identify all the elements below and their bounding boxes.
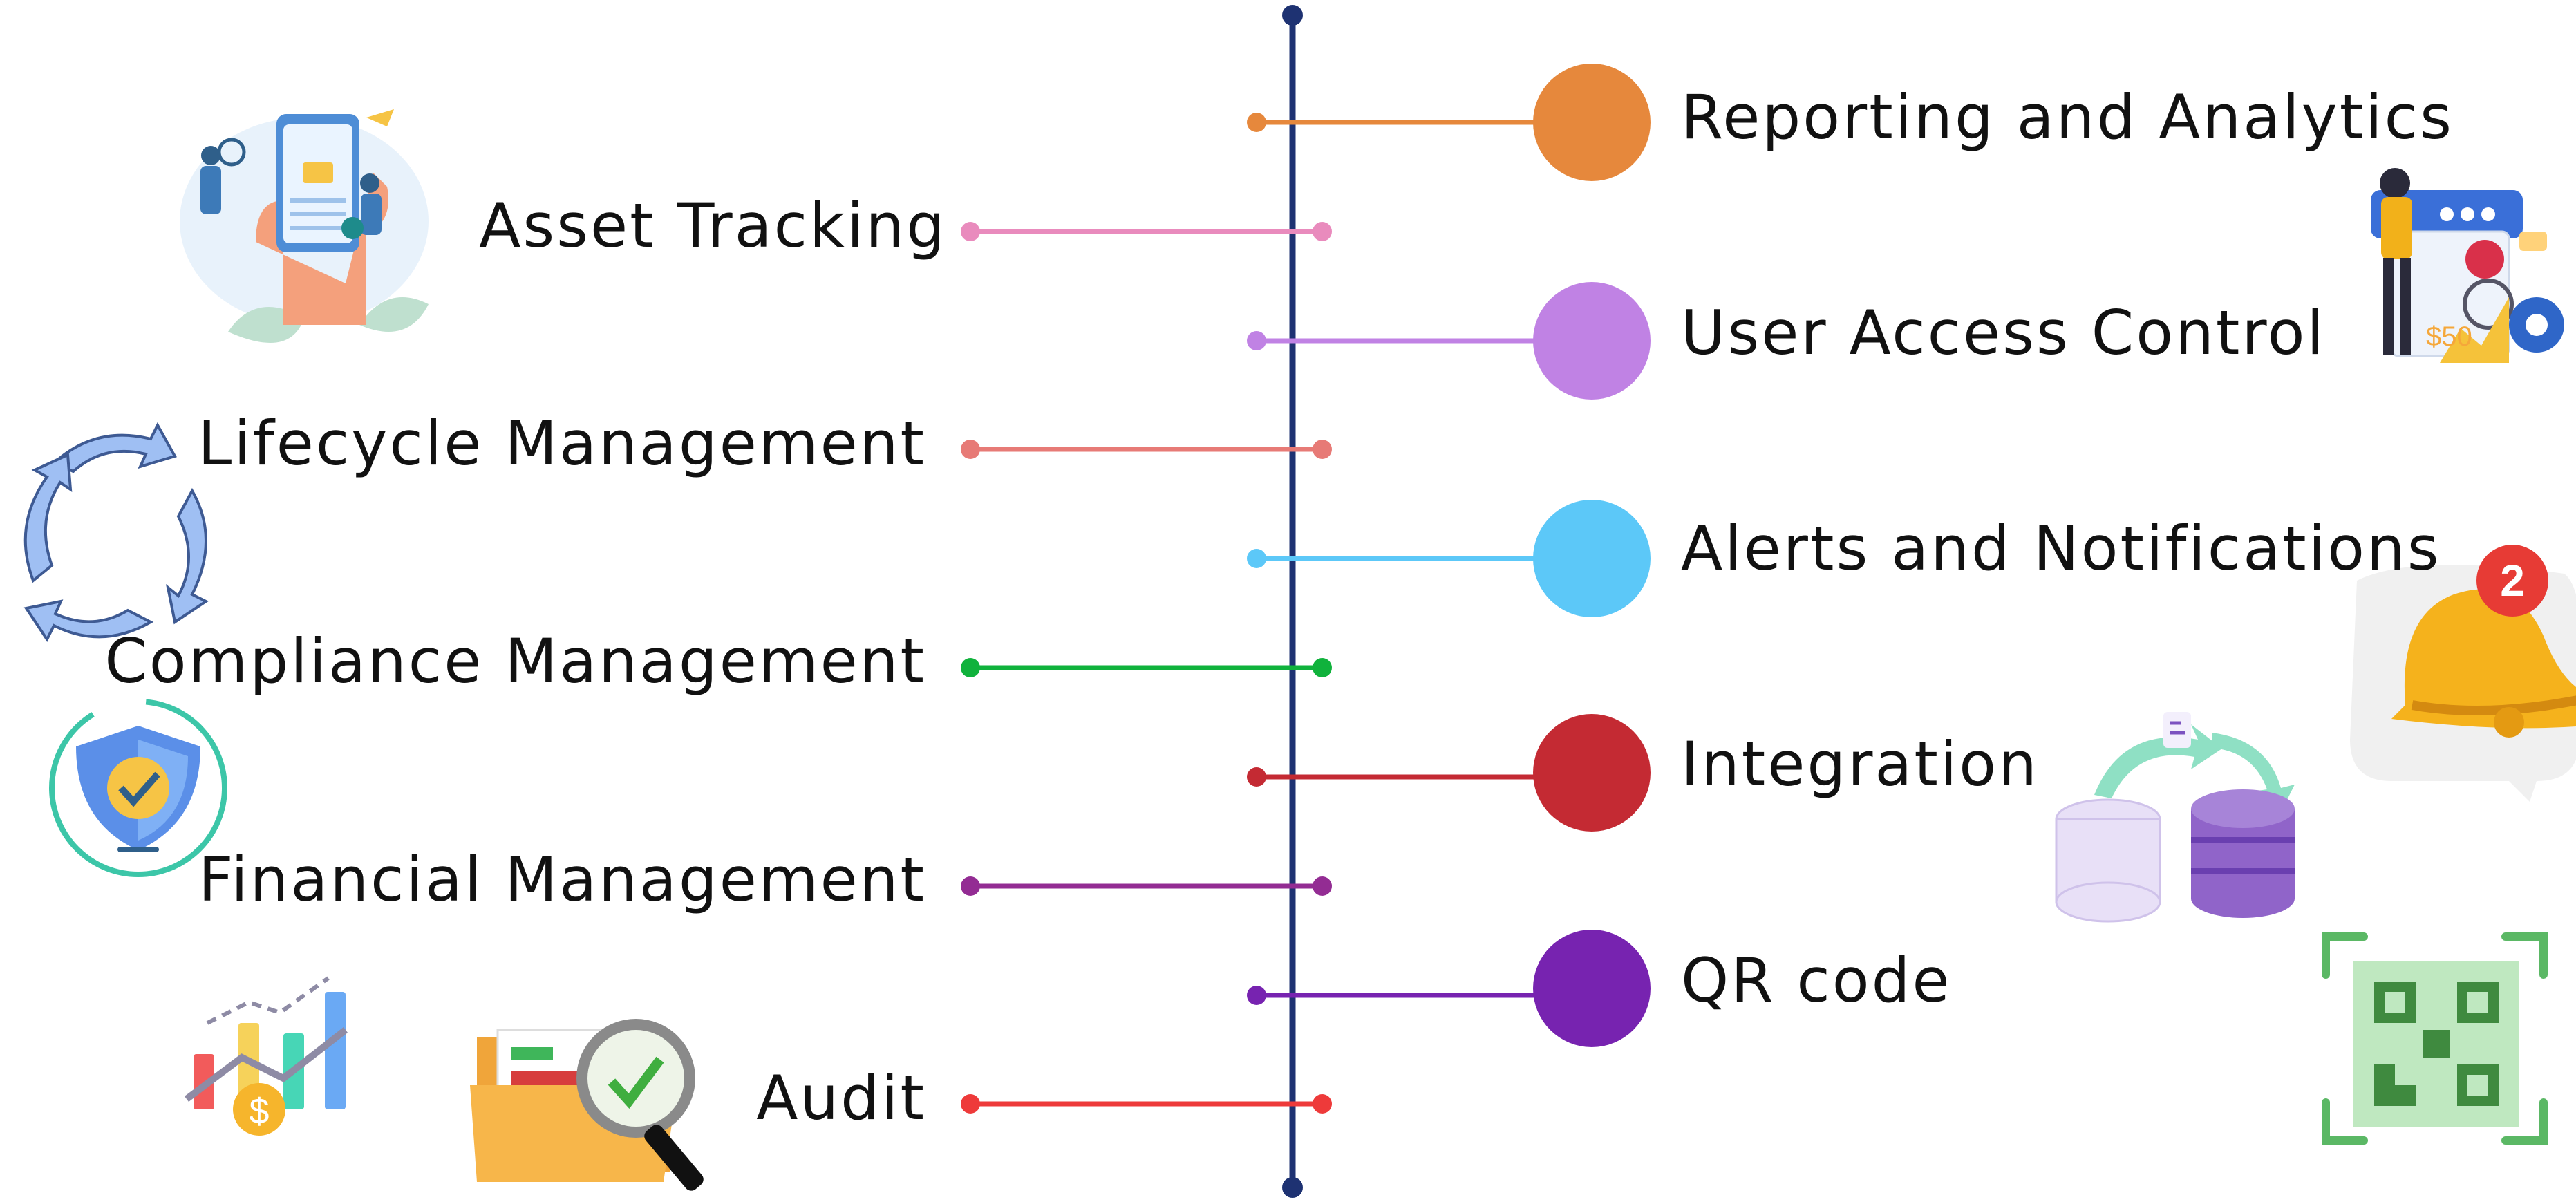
right-connectors xyxy=(1247,64,1651,1047)
label-reporting-and-analytics: Reporting and Analytics xyxy=(1681,82,2454,153)
label-asset-tracking: Asset Tracking xyxy=(479,190,947,261)
timeline-axis-bottom-dot xyxy=(1282,1177,1303,1198)
shield-check-icon xyxy=(49,699,227,877)
connector-audit xyxy=(961,1094,1332,1114)
label-financial-management: Financial Management xyxy=(198,844,926,915)
folder-magnifier-check-icon xyxy=(470,1019,704,1191)
label-integration: Integration xyxy=(1681,729,2039,800)
bar-chart-growth-icon: $ xyxy=(185,976,348,1136)
svg-text:$: $ xyxy=(250,1091,270,1131)
connector-user-access-control xyxy=(1247,282,1651,400)
label-lifecycle-management: Lifecycle Management xyxy=(198,408,926,479)
label-alerts-and-notifications: Alerts and Notifications xyxy=(1681,513,2441,584)
bell-notification-icon: 2 xyxy=(2350,545,2576,802)
connector-lifecycle-management xyxy=(961,440,1332,459)
label-user-access-control: User Access Control xyxy=(1681,297,2326,368)
connector-financial-management xyxy=(961,876,1332,896)
bell-badge-count: 2 xyxy=(2500,556,2525,605)
connector-alerts-and-notifications xyxy=(1247,500,1651,617)
qr-code-scan-icon xyxy=(2322,932,2548,1145)
label-audit: Audit xyxy=(756,1062,926,1134)
left-connectors xyxy=(961,222,1332,1114)
label-qr-code: QR code xyxy=(1681,945,1952,1016)
connector-asset-tracking xyxy=(961,222,1332,241)
cycle-arrows-icon xyxy=(23,422,209,642)
database-sync-icon xyxy=(2055,712,2295,923)
analytics-dashboard-person-icon: $50 xyxy=(2371,168,2564,363)
svg-text:$50: $50 xyxy=(2426,321,2472,352)
label-compliance-management: Compliance Management xyxy=(104,626,926,697)
timeline-axis-top-dot xyxy=(1282,5,1303,26)
connector-compliance-management xyxy=(961,658,1332,677)
connector-reporting-and-analytics xyxy=(1247,64,1651,181)
asset-tracking-phone-icon xyxy=(180,109,429,343)
connector-qr-code xyxy=(1247,930,1651,1047)
connector-integration xyxy=(1247,714,1651,832)
